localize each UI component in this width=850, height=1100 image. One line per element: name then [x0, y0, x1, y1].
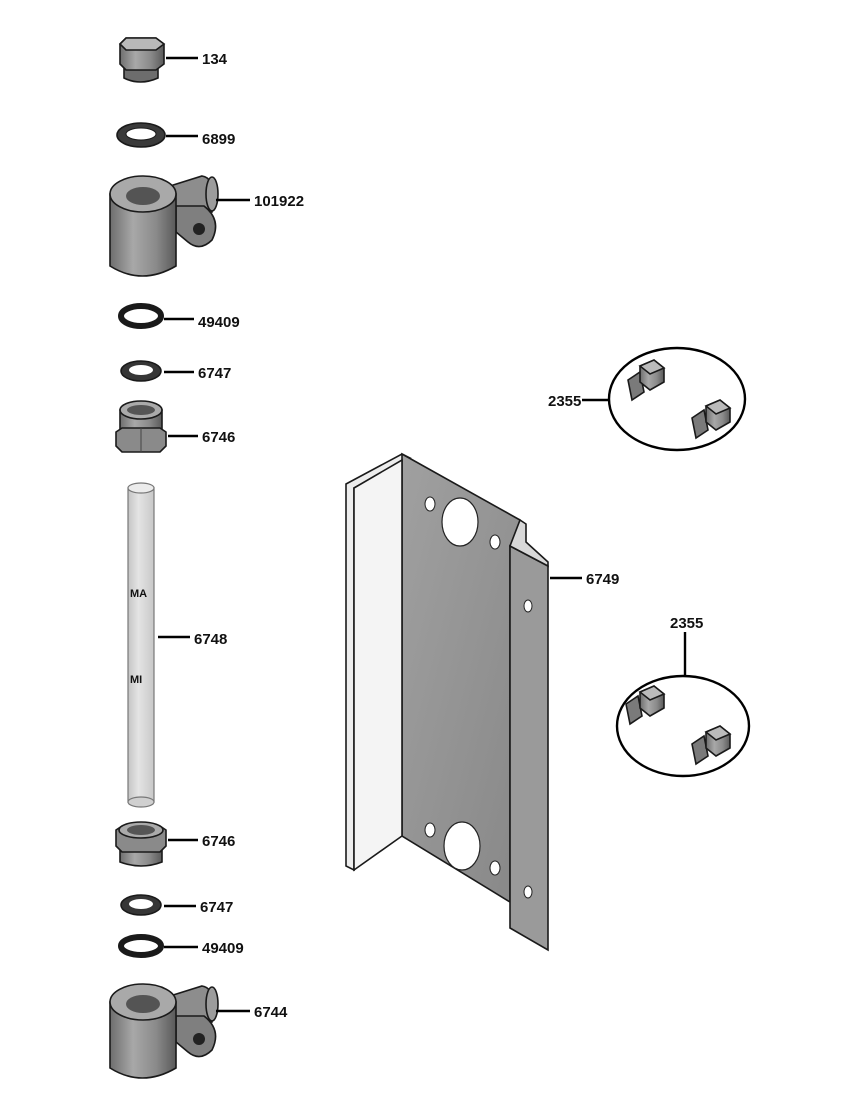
part-label-6747-upper: 6747 [198, 365, 231, 382]
part-label-6744: 6744 [254, 1004, 288, 1021]
gasket-upper-part [120, 360, 162, 382]
part-label-6746-upper: 6746 [202, 429, 235, 446]
nut-lower-part [115, 821, 167, 867]
part-label-6748: 6748 [194, 631, 227, 648]
elbow-bottom-part [109, 983, 219, 1079]
bolt-icon [625, 685, 666, 726]
part-label-6746-lower: 6746 [202, 833, 235, 850]
glass-mark-ma: MA [130, 588, 147, 600]
bracket-part [345, 452, 549, 952]
bolt-icon [627, 359, 666, 402]
bolts-lower-group [615, 674, 751, 778]
part-label-6749: 6749 [586, 571, 619, 588]
cap-part [118, 37, 166, 83]
gauge-glass-part: MA MI [127, 482, 155, 808]
part-label-2355-lower: 2355 [670, 615, 703, 632]
oring-upper-part [118, 303, 164, 329]
part-label-134: 134 [202, 51, 228, 68]
nut-upper-part [115, 400, 167, 453]
bolt-icon [691, 725, 732, 766]
part-label-2355-upper: 2355 [548, 393, 581, 410]
part-label-6899: 6899 [202, 131, 235, 148]
bolt-icon [691, 399, 732, 440]
oring-lower-part [118, 934, 164, 958]
bolts-upper-group [607, 346, 747, 452]
part-label-49409-upper: 49409 [198, 314, 240, 331]
elbow-top-part [109, 175, 219, 277]
part-label-49409-lower: 49409 [202, 940, 244, 957]
washer-part [116, 122, 166, 148]
gasket-lower-part [120, 894, 162, 916]
part-label-101922: 101922 [254, 193, 304, 210]
glass-mark-mi: MI [130, 674, 142, 686]
part-label-6747-lower: 6747 [200, 899, 233, 916]
